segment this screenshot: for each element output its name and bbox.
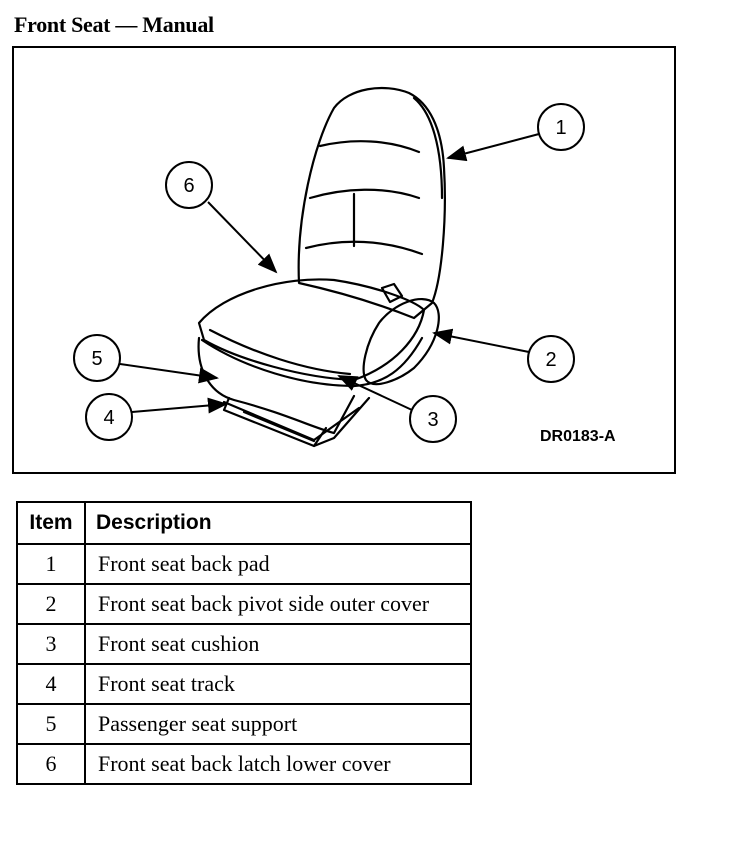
table-header-row: Item Description <box>16 501 472 545</box>
svg-text:2: 2 <box>545 349 556 371</box>
leader-4 <box>131 397 228 414</box>
callout-3: 3 <box>409 395 457 443</box>
figure-code: DR0183-A <box>540 428 616 445</box>
item-number: 2 <box>16 583 86 625</box>
item-number: 4 <box>16 663 86 705</box>
leader-3 <box>337 375 413 411</box>
item-description: Front seat track <box>84 663 472 705</box>
item-number: 1 <box>16 543 86 585</box>
leader-6 <box>207 201 278 274</box>
item-description: Front seat back latch lower cover <box>84 743 472 785</box>
table-row: 2 Front seat back pivot side outer cover <box>16 583 472 625</box>
page-title: Front Seat — Manual <box>14 12 214 37</box>
callout-4: 4 <box>85 393 133 441</box>
svg-text:1: 1 <box>555 117 566 139</box>
table-row: 5 Passenger seat support <box>16 703 472 745</box>
item-number: 5 <box>16 703 86 745</box>
callout-5: 5 <box>73 334 121 382</box>
svg-text:5: 5 <box>91 348 102 370</box>
table-row: 3 Front seat cushion <box>16 623 472 665</box>
leader-5 <box>119 363 219 384</box>
item-description: Passenger seat support <box>84 703 472 745</box>
item-description: Front seat back pivot side outer cover <box>84 583 472 625</box>
table-row: 1 Front seat back pad <box>16 543 472 585</box>
seat-illustration: 1 2 3 4 5 6 <box>12 46 676 474</box>
item-description: Front seat back pad <box>84 543 472 585</box>
leader-2 <box>432 328 530 353</box>
seat-back-pad <box>297 86 446 320</box>
pivot-cover <box>362 298 440 386</box>
item-description: Front seat cushion <box>84 623 472 665</box>
header-item: Item <box>16 501 86 545</box>
table-row: 6 Front seat back latch lower cover <box>16 743 472 785</box>
item-number: 3 <box>16 623 86 665</box>
seat-drawing: 1 2 3 4 5 6 <box>73 86 585 448</box>
legend-table: Item Description 1 Front seat back pad 2… <box>16 501 472 785</box>
header-description: Description <box>84 501 472 545</box>
svg-text:3: 3 <box>427 409 438 431</box>
callout-2: 2 <box>527 335 575 383</box>
svg-text:4: 4 <box>103 407 114 429</box>
leader-1 <box>446 133 540 162</box>
item-number: 6 <box>16 743 86 785</box>
seat-track <box>222 396 371 448</box>
svg-text:6: 6 <box>183 175 194 197</box>
callout-1: 1 <box>537 103 585 151</box>
table-row: 4 Front seat track <box>16 663 472 705</box>
callout-6: 6 <box>165 161 213 209</box>
seat-cushion <box>197 278 426 382</box>
